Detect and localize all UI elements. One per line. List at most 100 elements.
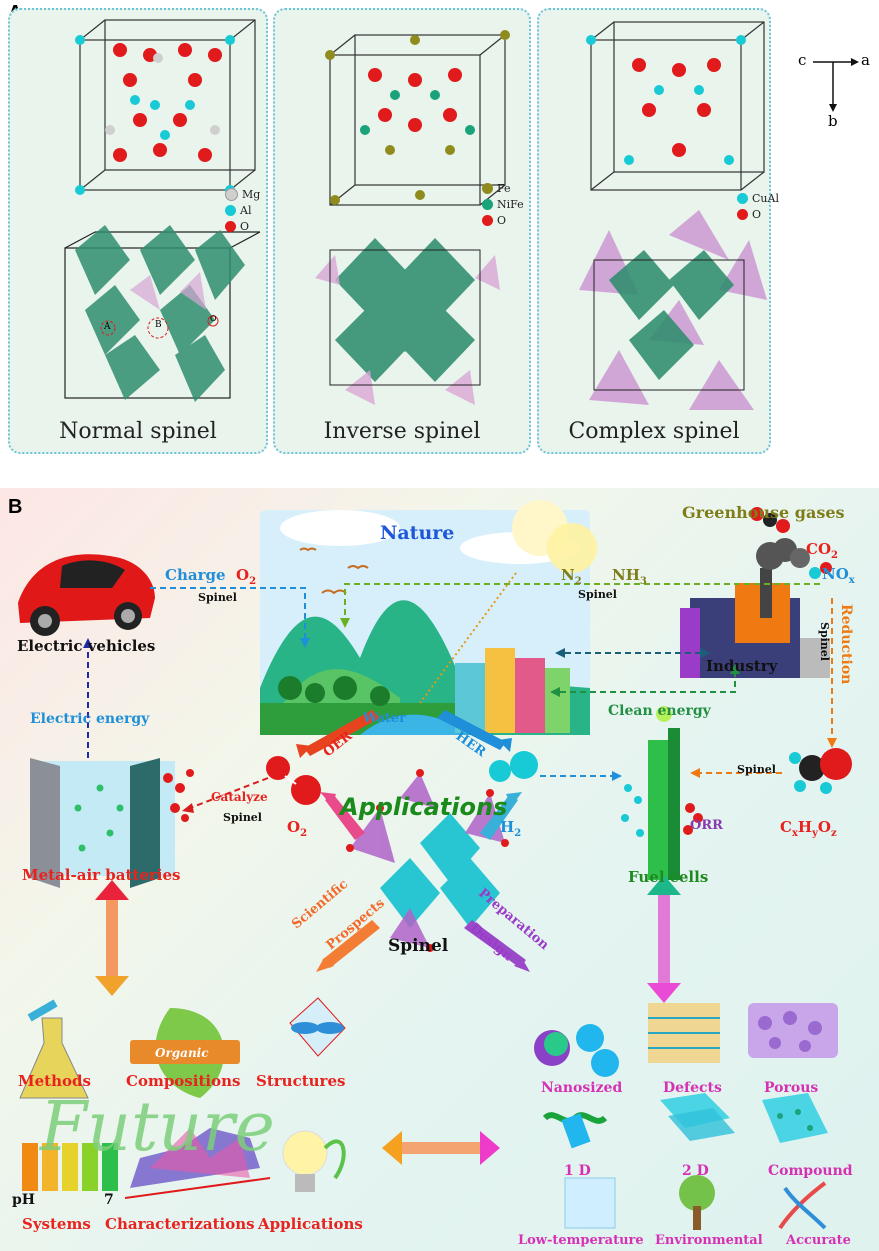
nox-molecule-icon	[809, 562, 832, 579]
defects-lattice-icon	[648, 1003, 720, 1063]
car-icon	[18, 554, 155, 636]
spinel-reduction-label: Spinel	[818, 622, 831, 661]
normal-spinel-legend: Mg Al O	[225, 186, 260, 234]
ph-label: pH	[12, 1192, 36, 1208]
co2-molecule-icon	[750, 507, 790, 533]
industry-label: Industry	[706, 657, 778, 675]
electric-energy-label: Electric energy	[30, 711, 150, 727]
structure-icon	[289, 997, 346, 1057]
connector-arrowheads	[83, 618, 837, 813]
spinel-charge-label: Spinel	[198, 591, 237, 604]
organic-label: Organic	[155, 1046, 209, 1060]
fe-atom-icon	[482, 182, 493, 194]
axis-c-label: c	[798, 51, 807, 69]
o2-top-label: O2	[236, 566, 257, 587]
electric-vehicles-label: Electric vehicles	[17, 637, 156, 655]
o2-bubbles-icon	[163, 769, 194, 822]
h2-molecule-icon	[489, 751, 538, 782]
complex-spinel-title: Complex spinel	[568, 419, 740, 444]
axis-b-label: b	[828, 112, 838, 130]
water-label: Water	[363, 711, 407, 726]
clean-energy-label: Clean energy	[608, 703, 711, 719]
metal-air-batteries-label: Metal-air batteries	[22, 866, 181, 884]
low-temperature-label: Low-temperature	[518, 1233, 644, 1248]
axes-indicator: c a b	[795, 51, 870, 134]
factory-icon	[680, 538, 830, 678]
2d-label: 2 D	[682, 1163, 709, 1179]
flask-icon	[19, 999, 89, 1099]
1d-label: 1 D	[564, 1163, 591, 1179]
site-a-label: A	[104, 322, 111, 332]
buildings	[455, 648, 570, 733]
spinel-center-label: Spinel	[388, 936, 449, 956]
spinel-catalyze-label: Spinel	[223, 811, 262, 824]
o2-label: O2	[287, 818, 308, 839]
cxhyoz-molecule-icon	[789, 748, 852, 794]
compositions-label: Compositions	[126, 1072, 241, 1090]
ph-bar-icon	[22, 1143, 118, 1191]
nature-label: Nature	[380, 522, 455, 544]
ice-cube-icon	[564, 1177, 616, 1229]
characterization-plot-icon	[124, 1128, 271, 1199]
compound-label: Compound	[768, 1163, 853, 1179]
sun-icon	[547, 523, 597, 573]
applications-bottom-label: Applications	[258, 1215, 363, 1233]
future-watermark: Future	[40, 1088, 275, 1167]
n2-label: N2	[561, 566, 582, 587]
complex-spinel-panel: CuAl O Complex spinel	[537, 8, 779, 454]
porous-label: Porous	[764, 1080, 819, 1096]
applications-title: Applications	[340, 793, 508, 821]
fuel-cells-label: Fuel cells	[628, 868, 709, 886]
tree-icon	[679, 1175, 715, 1230]
battery-icon	[30, 758, 175, 888]
axes-arrow-icon	[813, 58, 859, 112]
al-atom-icon	[225, 204, 236, 216]
complex-spinel-structure-icon	[579, 21, 767, 410]
fuel-cell-icon	[621, 706, 703, 880]
spinel-cxhyoz-label: Spinel	[737, 763, 776, 776]
nife-atom-icon	[482, 198, 493, 210]
reduction-label: Reduction	[838, 604, 854, 685]
porous-icon	[748, 1003, 838, 1058]
nh3-label: NH3	[612, 566, 647, 587]
axis-a-label: a	[861, 51, 870, 69]
panel-b-label: B	[8, 496, 23, 518]
charge-label: Charge	[165, 566, 226, 584]
nanosized-label: Nanosized	[541, 1080, 623, 1096]
site-o-label: O	[210, 314, 217, 323]
mg-atom-icon	[225, 187, 238, 201]
ph7-label: 7	[104, 1192, 114, 1208]
orr-label: ORR	[690, 818, 723, 833]
leaf-icon	[130, 1008, 240, 1098]
site-b-label: B	[155, 320, 162, 330]
accurate-label: Accurate	[786, 1233, 851, 1248]
catalyze-label: Catalyze	[211, 790, 268, 804]
nanosized-icon	[534, 1024, 619, 1077]
environmental-label: Environmental	[655, 1233, 763, 1248]
o-atom-icon	[737, 208, 748, 220]
h2-label: H2	[500, 818, 522, 839]
spinel-n2-label: Spinel	[578, 588, 617, 601]
inverse-spinel-legend: Fe NiFe O	[482, 180, 524, 228]
2d-sheet-icon	[660, 1093, 735, 1141]
inverse-spinel-panel: Fe NiFe O Inverse spinel	[273, 8, 531, 454]
co2-label: CO2	[806, 540, 838, 561]
o-atom-icon	[225, 220, 236, 232]
panel-b-diagram	[18, 500, 852, 1230]
normal-spinel-title: Normal spinel	[59, 419, 217, 444]
structures-label: Structures	[256, 1072, 346, 1090]
light-bulb-icon	[282, 1130, 346, 1192]
compound-icon	[762, 1093, 828, 1143]
1d-wire-icon	[542, 1112, 608, 1149]
inverse-spinel-structure-icon	[315, 30, 510, 405]
complex-spinel-legend: CuAl O	[737, 190, 779, 222]
normal-spinel-structure-icon	[64, 19, 261, 402]
characterizations-label: Characterizations	[105, 1215, 255, 1233]
central-spinel-icon	[346, 769, 509, 952]
cxhyoz-label: CxHyOz	[780, 818, 837, 839]
nox-label: NOx	[822, 565, 855, 586]
normal-spinel-panel: A B O Mg Al O Normal spinel	[8, 8, 268, 454]
dna-icon	[778, 1181, 827, 1230]
systems-label: Systems	[22, 1215, 91, 1233]
o-atom-icon	[482, 214, 493, 226]
